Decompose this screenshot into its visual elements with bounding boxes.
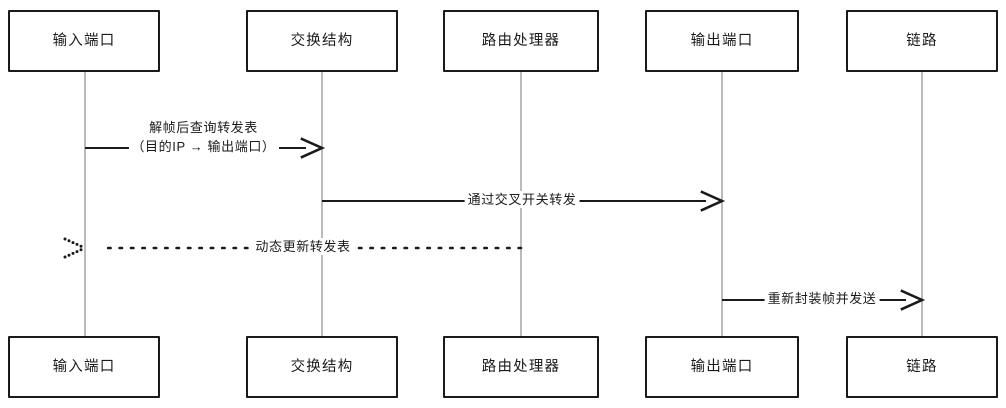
message-label-msg-reencapsulate-send: 重新封装帧并发送	[764, 290, 880, 307]
arrowhead-msg-reencapsulate-send	[900, 289, 926, 311]
message-label-line1-msg-lookup-table: 解帧后查询转发表	[149, 120, 258, 135]
participant-box-top-link[interactable]: 链路	[846, 10, 998, 72]
participant-label-link: 链路	[906, 358, 938, 375]
message-label-msg-lookup-table: 解帧后查询转发表 （目的IP → 输出端口）	[128, 118, 279, 156]
participant-label-switch-fabric: 交换结构	[290, 32, 354, 49]
message-label-line1-msg-update-table: 动态更新转发表	[255, 239, 351, 254]
message-label-line2-msg-lookup-table: （目的IP → 输出端口）	[131, 139, 276, 154]
message-label-msg-update-table: 动态更新转发表	[252, 238, 354, 255]
participant-label-route-processor: 路由处理器	[481, 32, 561, 49]
participant-box-top-input-port[interactable]: 输入端口	[8, 10, 160, 72]
participant-box-bottom-link[interactable]: 链路	[846, 336, 998, 398]
participant-box-top-output-port[interactable]: 输出端口	[645, 10, 799, 72]
participant-label-output-port: 输出端口	[690, 358, 754, 375]
participant-label-input-port: 输入端口	[52, 358, 116, 375]
participant-box-top-route-processor[interactable]: 路由处理器	[443, 10, 599, 72]
participant-box-bottom-route-processor[interactable]: 路由处理器	[443, 336, 599, 398]
message-label-line1-msg-reencapsulate-send: 重新封装帧并发送	[767, 291, 877, 306]
participant-box-bottom-output-port[interactable]: 输出端口	[645, 336, 799, 398]
message-lines-group	[63, 137, 926, 311]
participant-label-link: 链路	[906, 32, 938, 49]
message-label-line1-msg-crossbar-forward: 通过交叉开关转发	[467, 192, 577, 207]
participant-box-top-switch-fabric[interactable]: 交换结构	[246, 10, 398, 72]
message-label-msg-crossbar-forward: 通过交叉开关转发	[464, 191, 580, 208]
participant-box-bottom-switch-fabric[interactable]: 交换结构	[246, 336, 398, 398]
arrowhead-msg-lookup-table	[300, 137, 326, 159]
arrowhead-msg-crossbar-forward	[700, 190, 726, 212]
arrowhead-msg-update-table	[63, 237, 83, 259]
participant-box-bottom-input-port[interactable]: 输入端口	[8, 336, 160, 398]
participant-label-route-processor: 路由处理器	[481, 358, 561, 375]
participant-label-output-port: 输出端口	[690, 32, 754, 49]
participant-label-switch-fabric: 交换结构	[290, 358, 354, 375]
participant-label-input-port: 输入端口	[52, 32, 116, 49]
